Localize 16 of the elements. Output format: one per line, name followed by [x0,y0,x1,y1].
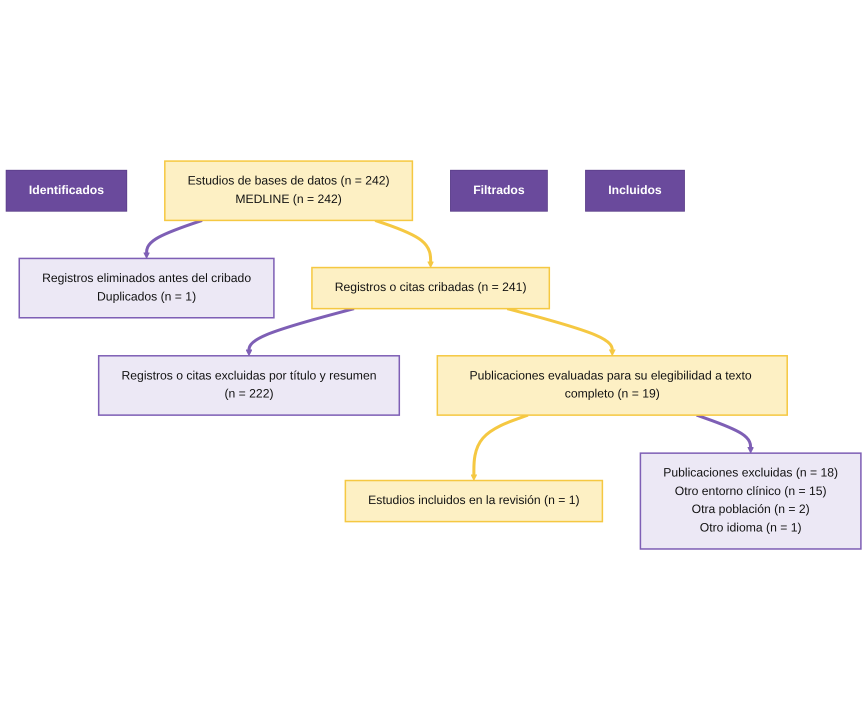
node-box: Estudios incluidos en la revisión (n = 1) [344,480,604,522]
arrow [374,218,434,268]
node-box: Identificados [6,170,128,212]
arrow [246,307,354,356]
node-box: Estudios de bases de datos (n = 242) MEDLINE (n = 242) [164,160,414,222]
arrow [696,414,754,454]
node-box: Registros o citas excluidas por título y resumen (n = 222) [98,355,400,416]
node-box: Registros eliminados antes del cribado Duplicados (n = 1) [18,258,275,318]
arrow [143,218,203,259]
arrow [506,307,616,356]
node-box: Publicaciones evaluadas para su elegibilidad a texto completo (n = 19) [436,355,788,416]
node-box: Registros o citas cribadas (n = 241) [311,266,550,310]
node-box: Incluidos [585,170,685,212]
node-box: Publicaciones excluidas (n = 18) Otro entorno clínico (n = 15) Otra población (n = 2) Otro idioma (n = 1) [640,452,862,550]
node-box: Filtrados [450,170,548,212]
arrow [470,414,528,481]
